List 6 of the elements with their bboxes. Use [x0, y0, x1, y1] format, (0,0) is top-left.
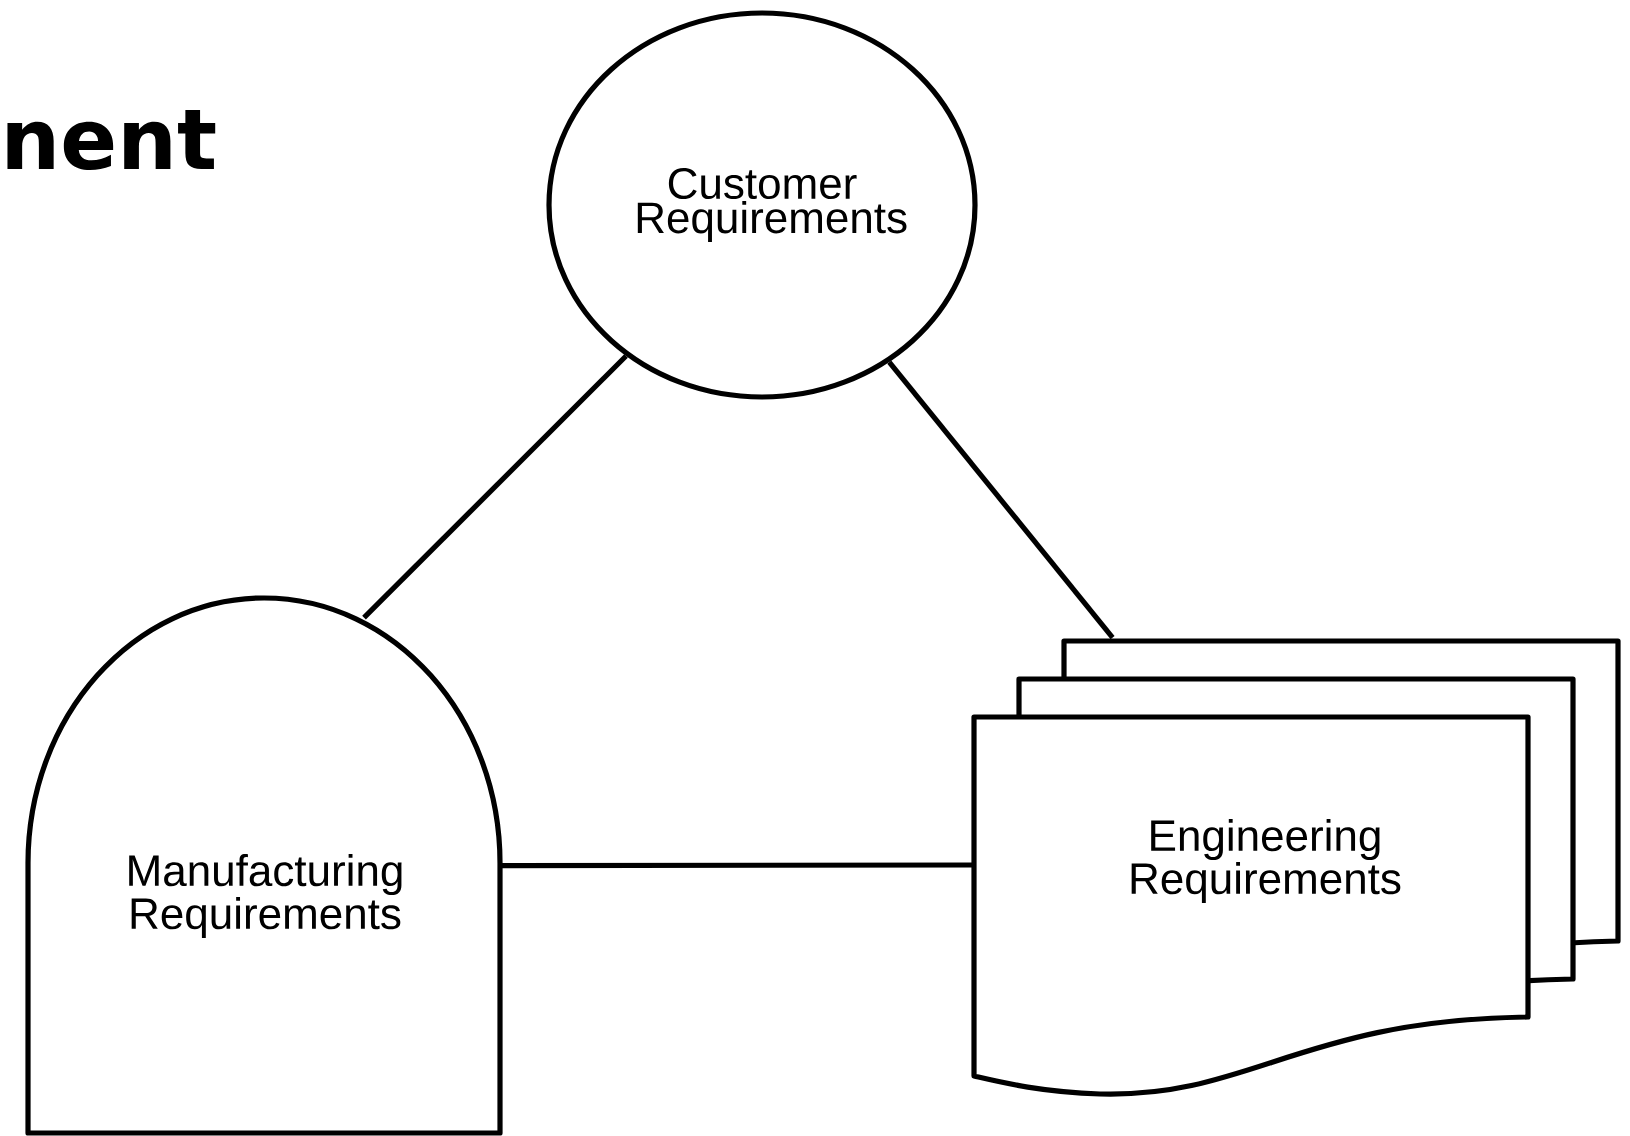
- connector-line: [887, 360, 1115, 640]
- connector-line: [500, 862, 974, 869]
- title: nent: [7, 109, 216, 171]
- ellipse-node: Customer Requirements: [546, 10, 978, 400]
- connector-line: [362, 354, 628, 620]
- document-stack: Engineering Requirements: [971, 638, 1621, 1097]
